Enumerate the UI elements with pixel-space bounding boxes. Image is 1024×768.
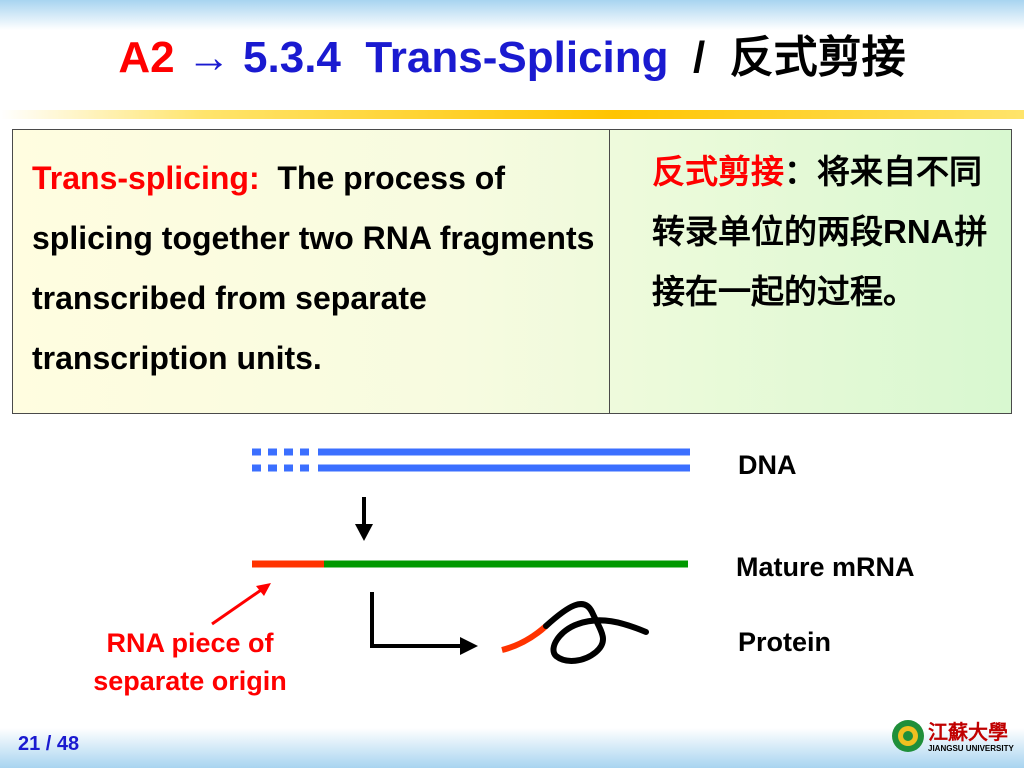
logo-subtitle: JIANGSU UNIVERSITY (928, 744, 1014, 753)
title-section: 5.3.4 (243, 33, 341, 82)
title-underline (0, 110, 1024, 119)
definition-chinese: 反式剪接：将来自不同转录单位的两段RNA拼接在一起的过程。 (652, 142, 992, 322)
top-gradient-band (0, 0, 1024, 30)
transcription-arrow (355, 497, 373, 541)
university-emblem-icon (892, 720, 924, 752)
title-slash: / (692, 33, 706, 82)
definition-text: The process of splicing together two RNA… (32, 160, 595, 376)
page-current: 21 (18, 733, 41, 755)
mature-mrna-label: Mature mRNA (736, 552, 915, 582)
title-arrow: → (186, 33, 231, 82)
bottom-gradient-band (0, 728, 1024, 768)
definition-term-zh: 反式剪接 (652, 153, 784, 190)
translation-arrow (370, 592, 478, 655)
definition-divider (609, 129, 610, 414)
definition-english: Trans-splicing: The process of splicing … (32, 148, 602, 388)
definition-term: Trans-splicing: (32, 160, 260, 196)
origin-label-line1: RNA piece of (106, 628, 274, 658)
university-logo: 江蘇大學 JIANGSU UNIVERSITY (888, 714, 1014, 758)
title-topic: Trans-Splicing (365, 33, 669, 82)
slide-title: A2 → 5.3.4 Trans-Splicing / 反式剪接 (0, 28, 1024, 88)
definition-text-zh: ：将来自不同转录单位的两段RNA拼接在一起的过程。 (652, 153, 988, 310)
definition-box (12, 129, 1012, 414)
dna-label: DNA (738, 450, 797, 480)
title-prefix: A2 (118, 33, 175, 82)
page-total: 48 (56, 733, 80, 755)
origin-label: RNA piece of separate origin (50, 624, 330, 700)
page-number: 21 / 48 (18, 733, 79, 756)
origin-pointer-arrow (211, 583, 271, 626)
page-separator: / (40, 733, 57, 755)
logo-text: 江蘇大學 (928, 722, 1008, 744)
dna-strand (252, 448, 690, 472)
origin-label-line2: separate origin (93, 666, 287, 696)
protein-shape (501, 601, 649, 664)
title-topic-zh: 反式剪接 (729, 33, 906, 82)
protein-label: Protein (738, 627, 832, 657)
